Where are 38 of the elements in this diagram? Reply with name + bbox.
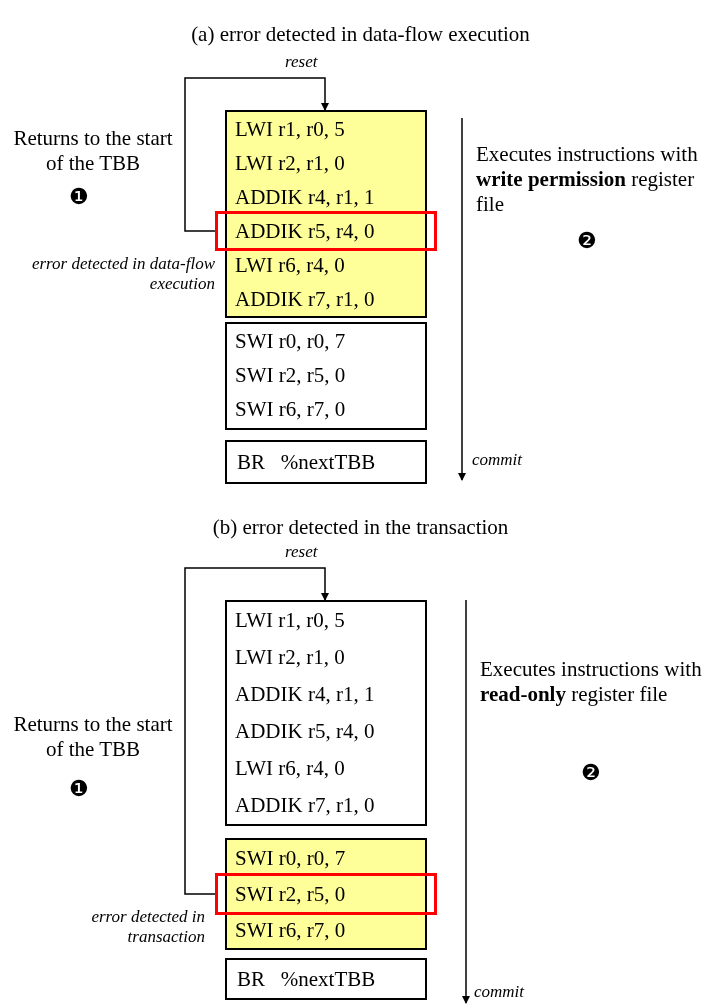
highlighted-instruction: ADDIK r5, r4, 0 (215, 211, 437, 251)
instruction-line: SWI r0, r0, 7 (225, 840, 427, 876)
note-text: Executes instructions with read-only register file (480, 657, 702, 708)
step-number: ❷ (576, 228, 598, 255)
edge-label: reset (285, 542, 318, 562)
instruction-line: ADDIK r4, r1, 1 (225, 676, 427, 713)
arrow-label: commit (474, 982, 526, 1003)
step-number: ❶ (68, 776, 90, 803)
arrow-label: commit (472, 450, 524, 471)
note-text: error detected in data-flow execution (30, 254, 215, 295)
highlighted-instruction: SWI r2, r5, 0 (215, 873, 437, 915)
instruction-line: SWI r2, r5, 0 (225, 358, 427, 392)
instruction-line: SWI r0, r0, 7 (225, 324, 427, 358)
edge-label: reset (285, 52, 318, 72)
instruction-line: LWI r6, r4, 0 (225, 248, 427, 282)
instruction-line: ADDIK r4, r1, 1 (225, 180, 427, 214)
note-text: Returns to the start of the TBB (12, 712, 174, 763)
instruction-box: BR %nextTBB (225, 440, 427, 484)
instruction-line: LWI r1, r0, 5 (225, 112, 427, 146)
panel-title: (b) error detected in the transaction (211, 515, 510, 541)
panel-title: (a) error detected in data-flow execution (190, 22, 531, 48)
instruction-line: SWI r6, r7, 0 (225, 392, 427, 426)
step-number: ❷ (580, 760, 602, 787)
instruction-line: LWI r1, r0, 5 (225, 602, 427, 639)
instruction-line: ADDIK r7, r1, 0 (225, 787, 427, 824)
code-block (225, 322, 427, 430)
note-text: error detected in transaction (90, 907, 205, 948)
instruction-line: LWI r2, r1, 0 (225, 146, 427, 180)
instruction-line: ADDIK r7, r1, 0 (225, 282, 427, 316)
instruction-line: LWI r6, r4, 0 (225, 750, 427, 787)
step-number: ❶ (68, 184, 90, 211)
instruction-line: SWI r6, r7, 0 (225, 912, 427, 948)
note-text: Executes instructions with write permission register file (476, 142, 698, 218)
note-text: Returns to the start of the TBB (12, 126, 174, 177)
instruction-line: ADDIK r5, r4, 0 (225, 713, 427, 750)
code-block (225, 600, 427, 826)
instruction-line: LWI r2, r1, 0 (225, 639, 427, 676)
instruction-box: BR %nextTBB (225, 958, 427, 1000)
